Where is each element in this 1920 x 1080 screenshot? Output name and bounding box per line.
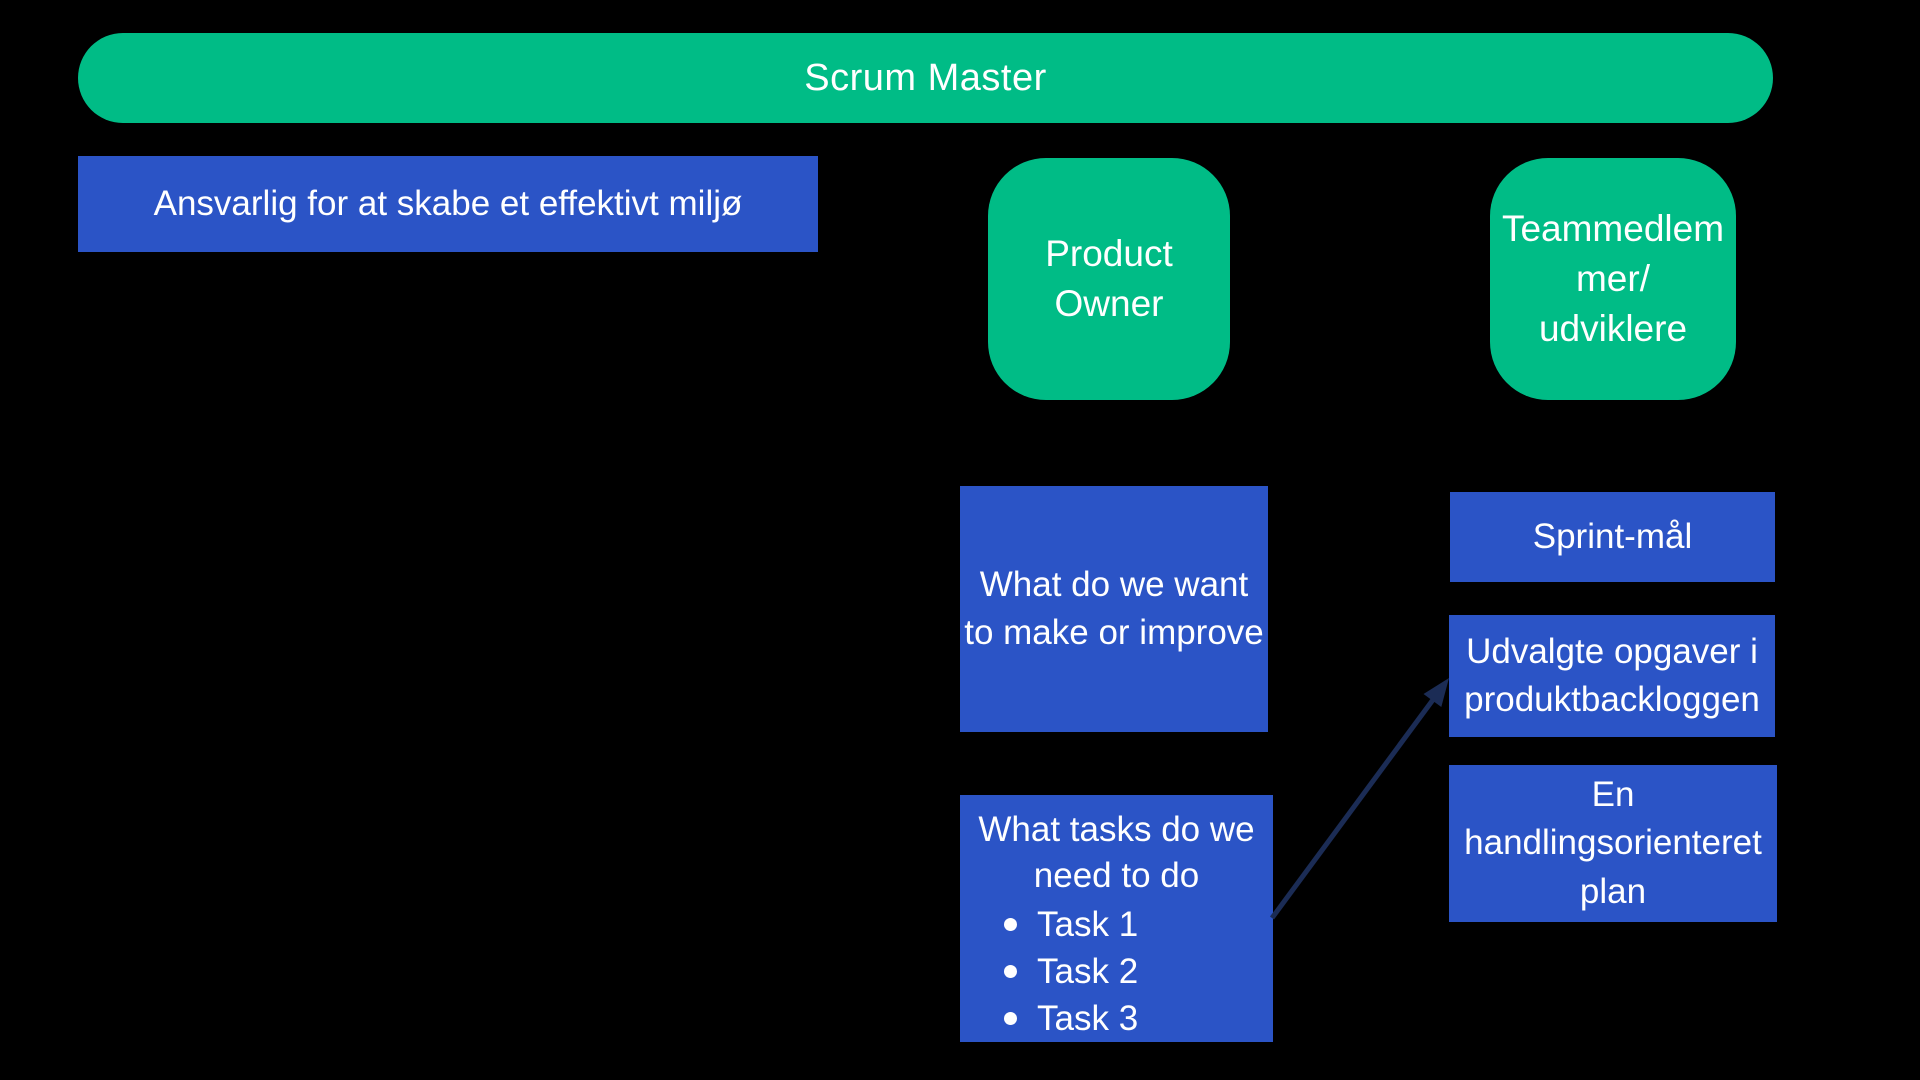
team-members-label: Teammedlem mer/ udviklere xyxy=(1501,208,1725,349)
task-list-item: Task 1 xyxy=(960,901,1273,948)
product-owner-node: Product Owner xyxy=(988,158,1230,400)
arrow-line xyxy=(1269,695,1438,920)
arrowhead-icon xyxy=(1423,678,1449,707)
bullet-icon xyxy=(1004,1012,1017,1026)
task-label: Task 1 xyxy=(1037,904,1139,944)
scrum-master-banner-label: Scrum Master xyxy=(804,56,1047,99)
action-plan-box: En handlingsorienteret plan xyxy=(1449,765,1777,922)
selected-backlog-text: Udvalgte opgaver i produktbackloggen xyxy=(1464,631,1760,719)
what-tasks-heading: What tasks do we need to do xyxy=(978,810,1255,896)
sprint-goal-text: Sprint-mål xyxy=(1532,516,1693,556)
task-list-item: Task 2 xyxy=(960,948,1273,995)
what-want-box: What do we want to make or improve xyxy=(960,486,1268,732)
bullet-icon xyxy=(1004,918,1017,932)
task-list: Task 1 Task 2 Task 3 xyxy=(960,901,1273,1042)
sprint-goal-box: Sprint-mål xyxy=(1450,492,1775,582)
bullet-icon xyxy=(1004,965,1017,979)
what-tasks-box: What tasks do we need to do Task 1 Task … xyxy=(960,795,1273,1042)
what-want-text: What do we want to make or improve xyxy=(964,564,1264,652)
scrum-master-banner: Scrum Master xyxy=(78,33,1773,123)
scrum-master-note-text: Ansvarlig for at skabe et effektivt milj… xyxy=(153,184,743,223)
arrow-tasks-to-backlog-svg xyxy=(1269,678,1449,920)
task-label: Task 3 xyxy=(1037,998,1139,1038)
task-list-item: Task 3 xyxy=(960,995,1273,1042)
team-members-node: Teammedlem mer/ udviklere xyxy=(1490,158,1736,400)
action-plan-text: En handlingsorienteret plan xyxy=(1464,775,1762,911)
product-owner-label: Product Owner xyxy=(1045,233,1173,324)
task-label: Task 2 xyxy=(1037,951,1139,991)
selected-backlog-box: Udvalgte opgaver i produktbackloggen xyxy=(1449,615,1775,737)
scrum-master-note-box: Ansvarlig for at skabe et effektivt milj… xyxy=(78,156,818,252)
arrow-tasks-to-backlog xyxy=(1255,655,1465,935)
